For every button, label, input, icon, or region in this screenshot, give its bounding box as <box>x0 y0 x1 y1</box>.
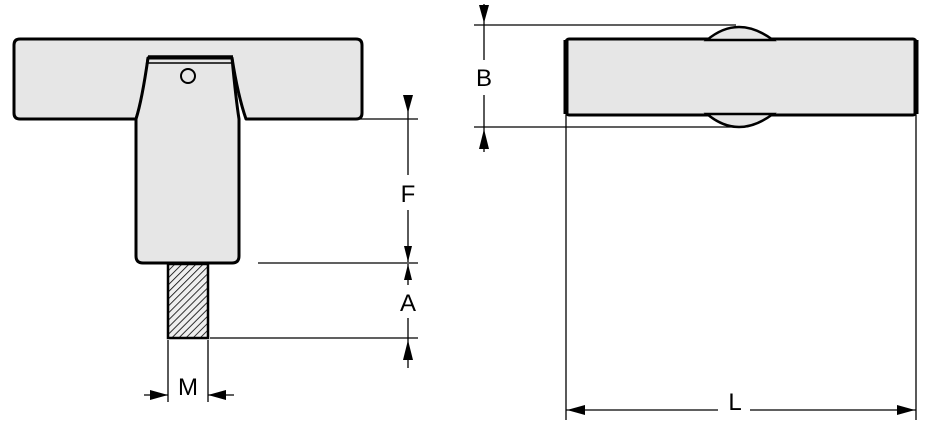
top-view <box>563 25 919 129</box>
arrow-up-icon <box>404 264 412 280</box>
dimension-a: A <box>210 264 418 368</box>
dimension-label-l: L <box>728 389 741 416</box>
arrow-up-icon <box>479 129 489 149</box>
t-handle-shank <box>134 56 241 265</box>
arrow-down-icon <box>479 5 489 23</box>
dimension-label-m: M <box>178 374 198 401</box>
dimension-b: B <box>474 4 736 152</box>
dimension-l: L <box>565 115 917 420</box>
front-view <box>12 37 364 340</box>
dimension-f: F <box>258 95 418 264</box>
boss-top <box>703 25 777 42</box>
pin-hole <box>180 68 196 84</box>
dimension-label-f: F <box>401 181 416 208</box>
handle-top-view <box>564 37 918 117</box>
dimension-label-b: B <box>476 65 492 92</box>
dimension-m: M <box>144 340 234 402</box>
arrow-up-icon <box>403 340 413 360</box>
threaded-stud <box>166 262 210 340</box>
boss-bottom <box>703 112 777 129</box>
arrow-right-icon <box>897 405 915 415</box>
arrow-right-icon <box>150 390 168 400</box>
arrow-down-icon <box>404 246 412 262</box>
arrow-left-icon <box>208 390 226 400</box>
dimension-label-a: A <box>400 290 416 317</box>
arrow-left-icon <box>567 405 585 415</box>
arrow-down-icon <box>403 95 413 113</box>
